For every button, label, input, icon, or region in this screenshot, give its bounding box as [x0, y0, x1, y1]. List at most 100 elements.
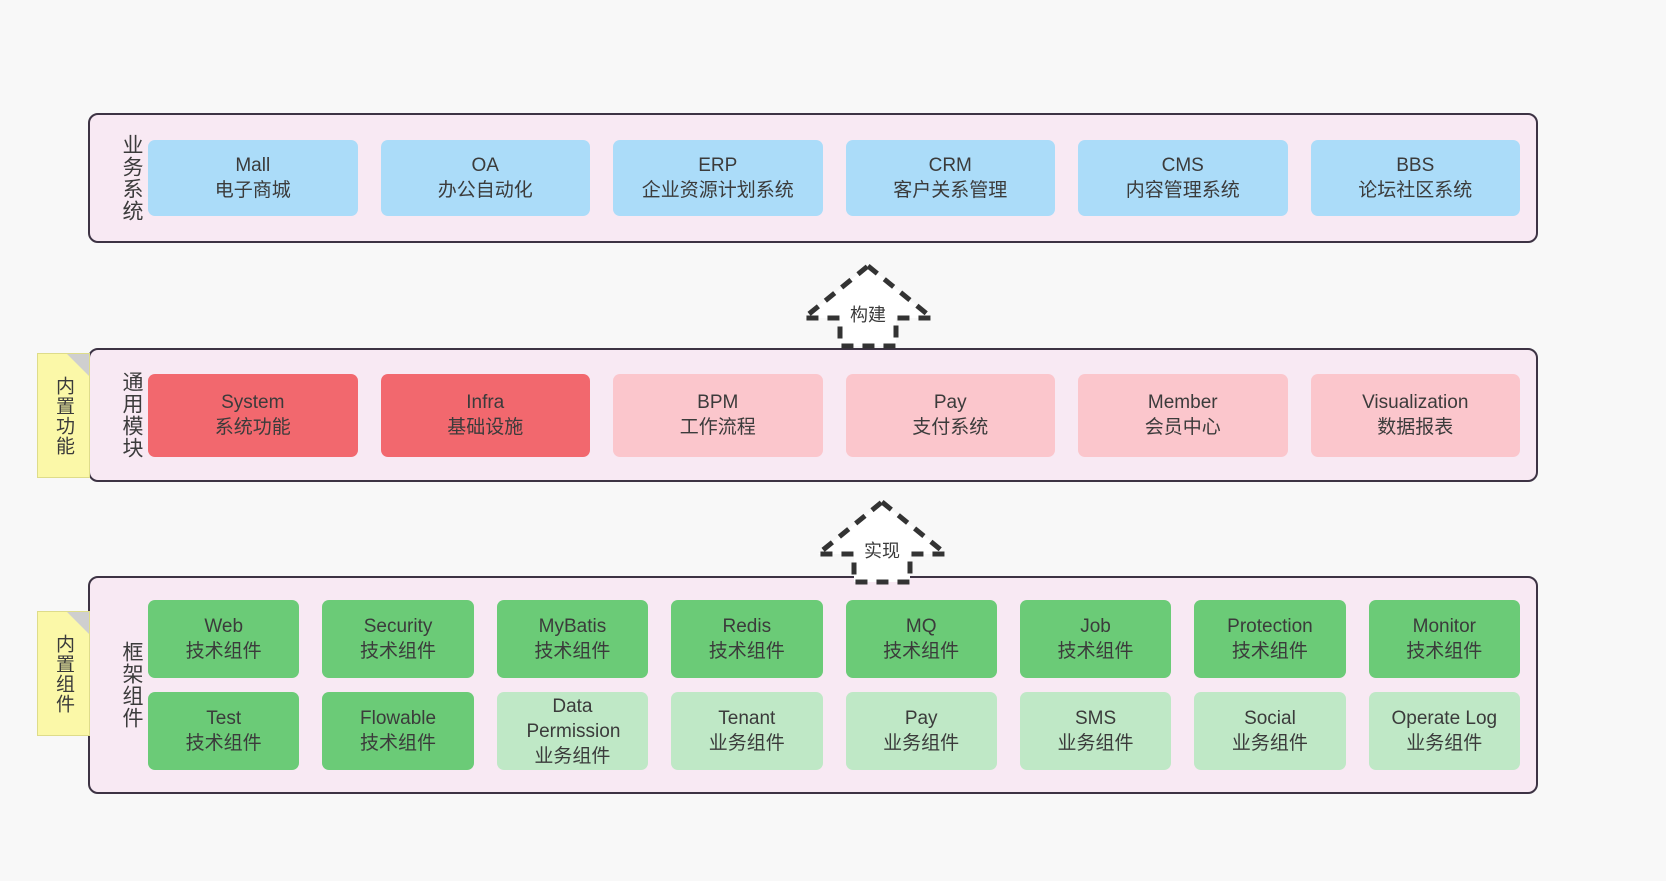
page-fold-icon [67, 354, 89, 376]
business-item-bbs[interactable]: BBS 论坛社区系统 [1310, 140, 1520, 216]
module-item-infra[interactable]: Infra 基础设施 [380, 373, 590, 457]
item-en-label: System [221, 392, 285, 413]
module-item-visualization[interactable]: Visualization 数据报表 [1310, 373, 1520, 457]
module-item-member[interactable]: Member 会员中心 [1078, 373, 1288, 457]
item-en-label: Protection [1227, 616, 1313, 637]
sticky-note-builtin-features[interactable]: 内置功能 [37, 353, 90, 478]
framework-item-web[interactable]: Web 技术组件 [148, 600, 300, 678]
item-cn-label: 办公自动化 [437, 180, 533, 201]
item-en-label: MQ [905, 616, 937, 637]
item-cn-label: 会员中心 [1144, 417, 1221, 438]
item-en-label: Data Permission [526, 695, 621, 742]
module-item-system[interactable]: System 系统功能 [148, 373, 358, 457]
layer-panel-business[interactable]: 业务系统 Mall 电子商城 OA 办公自动化 ERP 企业资源计划系统 CRM… [88, 113, 1538, 243]
framework-item-sms[interactable]: SMS 业务组件 [1019, 692, 1172, 770]
item-cn-label: 业务组件 [708, 733, 785, 754]
item-en-label: Test [206, 708, 242, 729]
framework-item-protection[interactable]: Protection 技术组件 [1194, 600, 1346, 678]
item-en-label: Security [363, 616, 433, 637]
generalization-arrow-icon [796, 262, 940, 349]
item-en-label: CRM [928, 155, 972, 176]
item-en-label: BBS [1396, 155, 1435, 176]
sticky-note-builtin-components[interactable]: 内置组件 [37, 611, 90, 736]
framework-row-tech: Web 技术组件 Security 技术组件 MyBatis 技术组件 Redi… [148, 600, 1520, 678]
framework-item-data-permission[interactable]: Data Permission 业务组件 [496, 692, 649, 770]
generalization-arrow-icon [810, 498, 954, 585]
item-en-label: Pay [904, 708, 938, 729]
framework-item-redis[interactable]: Redis 技术组件 [671, 600, 823, 678]
layer-title-framework: 框架组件 [120, 641, 143, 729]
item-cn-label: 技术组件 [534, 641, 611, 662]
business-box-container: Mall 电子商城 OA 办公自动化 ERP 企业资源计划系统 CRM 客户关系… [144, 115, 1536, 241]
item-en-label: Tenant [718, 708, 776, 729]
item-en-label: Visualization [1362, 392, 1469, 413]
item-cn-label: 业务组件 [1406, 733, 1483, 754]
module-row: System 系统功能 Infra 基础设施 BPM 工作流程 Pay 支付系统… [148, 373, 1520, 457]
item-en-label: OA [471, 155, 499, 176]
framework-item-mybatis[interactable]: MyBatis 技术组件 [496, 600, 649, 678]
framework-item-pay[interactable]: Pay 业务组件 [845, 692, 997, 770]
item-cn-label: 技术组件 [185, 641, 262, 662]
item-cn-label: 技术组件 [1231, 641, 1308, 662]
business-row: Mall 电子商城 OA 办公自动化 ERP 企业资源计划系统 CRM 客户关系… [148, 140, 1520, 216]
item-cn-label: 数据报表 [1377, 417, 1454, 438]
item-en-label: Operate Log [1391, 708, 1498, 729]
item-en-label: Social [1244, 708, 1296, 729]
framework-item-security[interactable]: Security 技术组件 [322, 600, 474, 678]
module-item-pay[interactable]: Pay 支付系统 [845, 373, 1055, 457]
framework-row-business: Test 技术组件 Flowable 技术组件 Data Permission … [148, 692, 1520, 770]
layer-title-module: 通用模块 [120, 371, 143, 459]
relation-implement: 实现 [810, 498, 954, 586]
item-cn-label: 系统功能 [214, 417, 291, 438]
item-en-label: BPM [697, 392, 739, 413]
item-cn-label: 业务组件 [1231, 733, 1308, 754]
item-cn-label: 技术组件 [185, 733, 262, 754]
item-en-label: Web [204, 616, 244, 637]
framework-item-tenant[interactable]: Tenant 业务组件 [671, 692, 823, 770]
item-en-label: SMS [1074, 708, 1117, 729]
sticky-note-label: 内置组件 [53, 633, 74, 714]
relation-implement-label: 实现 [864, 541, 900, 561]
framework-box-container: Web 技术组件 Security 技术组件 MyBatis 技术组件 Redi… [144, 578, 1536, 792]
item-cn-label: 论坛社区系统 [1358, 180, 1473, 201]
item-cn-label: 支付系统 [912, 417, 989, 438]
business-item-erp[interactable]: ERP 企业资源计划系统 [613, 140, 823, 216]
framework-item-flowable[interactable]: Flowable 技术组件 [322, 692, 474, 770]
business-item-crm[interactable]: CRM 客户关系管理 [845, 140, 1055, 216]
business-item-oa[interactable]: OA 办公自动化 [380, 140, 590, 216]
layer-panel-framework[interactable]: 框架组件 Web 技术组件 Security 技术组件 MyBatis 技术组件… [88, 576, 1538, 794]
item-en-label: MyBatis [538, 616, 607, 637]
framework-item-operate-log[interactable]: Operate Log 业务组件 [1368, 692, 1520, 770]
item-cn-label: 电子商城 [214, 180, 291, 201]
item-en-label: Mall [235, 155, 271, 176]
item-en-label: Pay [933, 392, 967, 413]
item-cn-label: 业务组件 [883, 733, 960, 754]
framework-item-monitor[interactable]: Monitor 技术组件 [1368, 600, 1520, 678]
item-cn-label: 业务组件 [534, 745, 611, 767]
item-cn-label: 技术组件 [1057, 641, 1134, 662]
item-en-label: Infra [466, 392, 505, 413]
item-en-label: Member [1147, 392, 1218, 413]
framework-item-mq[interactable]: MQ 技术组件 [845, 600, 997, 678]
item-en-label: Job [1080, 616, 1111, 637]
layer-title-business: 业务系统 [120, 134, 143, 222]
item-en-label: Flowable [360, 708, 437, 729]
framework-item-social[interactable]: Social 业务组件 [1194, 692, 1346, 770]
item-cn-label: 企业资源计划系统 [641, 180, 794, 201]
item-cn-label: 技术组件 [708, 641, 785, 662]
item-en-label: CMS [1161, 155, 1204, 176]
business-item-cms[interactable]: CMS 内容管理系统 [1078, 140, 1288, 216]
item-en-label: ERP [698, 155, 738, 176]
item-cn-label: 业务组件 [1057, 733, 1134, 754]
layer-panel-module[interactable]: 通用模块 System 系统功能 Infra 基础设施 BPM 工作流程 Pay… [88, 348, 1538, 482]
module-item-bpm[interactable]: BPM 工作流程 [613, 373, 823, 457]
framework-item-job[interactable]: Job 技术组件 [1019, 600, 1172, 678]
framework-item-test[interactable]: Test 技术组件 [148, 692, 300, 770]
page-fold-icon [67, 612, 89, 634]
business-item-mall[interactable]: Mall 电子商城 [148, 140, 358, 216]
item-cn-label: 基础设施 [447, 417, 524, 438]
item-cn-label: 内容管理系统 [1125, 180, 1240, 201]
item-cn-label: 工作流程 [679, 417, 756, 438]
item-cn-label: 技术组件 [1406, 641, 1483, 662]
